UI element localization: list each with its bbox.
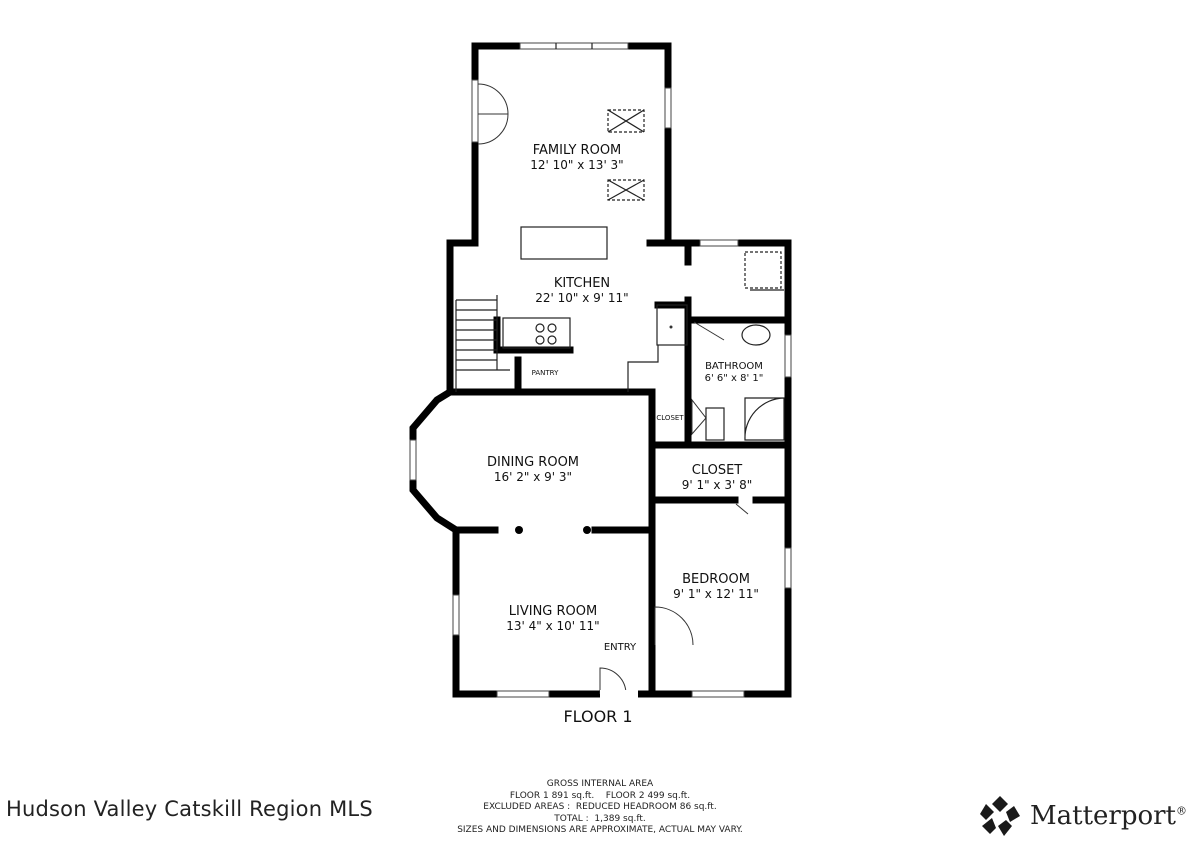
kitchen-dims: 22' 10" x 9' 11" — [535, 291, 628, 305]
family-room-label: FAMILY ROOM — [533, 143, 622, 158]
matterport-logo-icon — [980, 796, 1020, 836]
dining-room-label: DINING ROOM — [487, 455, 579, 470]
brand-logo: Matterport® — [978, 794, 1187, 838]
doors — [477, 83, 749, 698]
fixtures — [455, 109, 785, 534]
area-summary: GROSS INTERNAL AREA FLOOR 1 891 sq.ft. F… — [420, 779, 780, 837]
area-floors: FLOOR 1 891 sq.ft. FLOOR 2 499 sq.ft. — [509, 790, 691, 801]
pantry-label: PANTRY — [532, 369, 559, 377]
small-closet-label: CLOSET — [656, 414, 684, 422]
closet-dims: 9' 1" x 3' 8" — [682, 478, 753, 492]
bathroom-label: BATHROOM — [705, 361, 763, 372]
floor-plan: FAMILY ROOM 12' 10" x 13' 3" KITCHEN 22'… — [409, 42, 792, 726]
living-room-label: LIVING ROOM — [509, 604, 597, 619]
living-room-dims: 13' 4" x 10' 11" — [506, 619, 599, 633]
bedroom-dims: 9' 1" x 12' 11" — [673, 587, 759, 601]
area-disclaimer: SIZES AND DIMENSIONS ARE APPROXIMATE, AC… — [457, 825, 743, 835]
windows — [409, 42, 792, 698]
dining-room-dims: 16' 2" x 9' 3" — [494, 470, 572, 484]
floor-label: FLOOR 1 — [563, 707, 632, 726]
area-heading: GROSS INTERNAL AREA — [546, 779, 654, 789]
kitchen-label: KITCHEN — [554, 276, 610, 291]
bathroom-dims: 6' 6" x 8' 1" — [705, 373, 764, 384]
bedroom-label: BEDROOM — [682, 572, 750, 587]
family-room-dims: 12' 10" x 13' 3" — [530, 158, 623, 172]
brand-name: Matterport® — [1030, 801, 1188, 831]
area-total: TOTAL : 1,389 sq.ft. — [554, 813, 646, 824]
staircase — [455, 295, 510, 392]
mls-watermark: Hudson Valley Catskill Region MLS — [6, 797, 373, 821]
entry-label: ENTRY — [604, 642, 637, 653]
closet-label: CLOSET — [692, 463, 743, 478]
area-excluded: EXCLUDED AREAS : REDUCED HEADROOM 86 sq.… — [483, 802, 717, 812]
